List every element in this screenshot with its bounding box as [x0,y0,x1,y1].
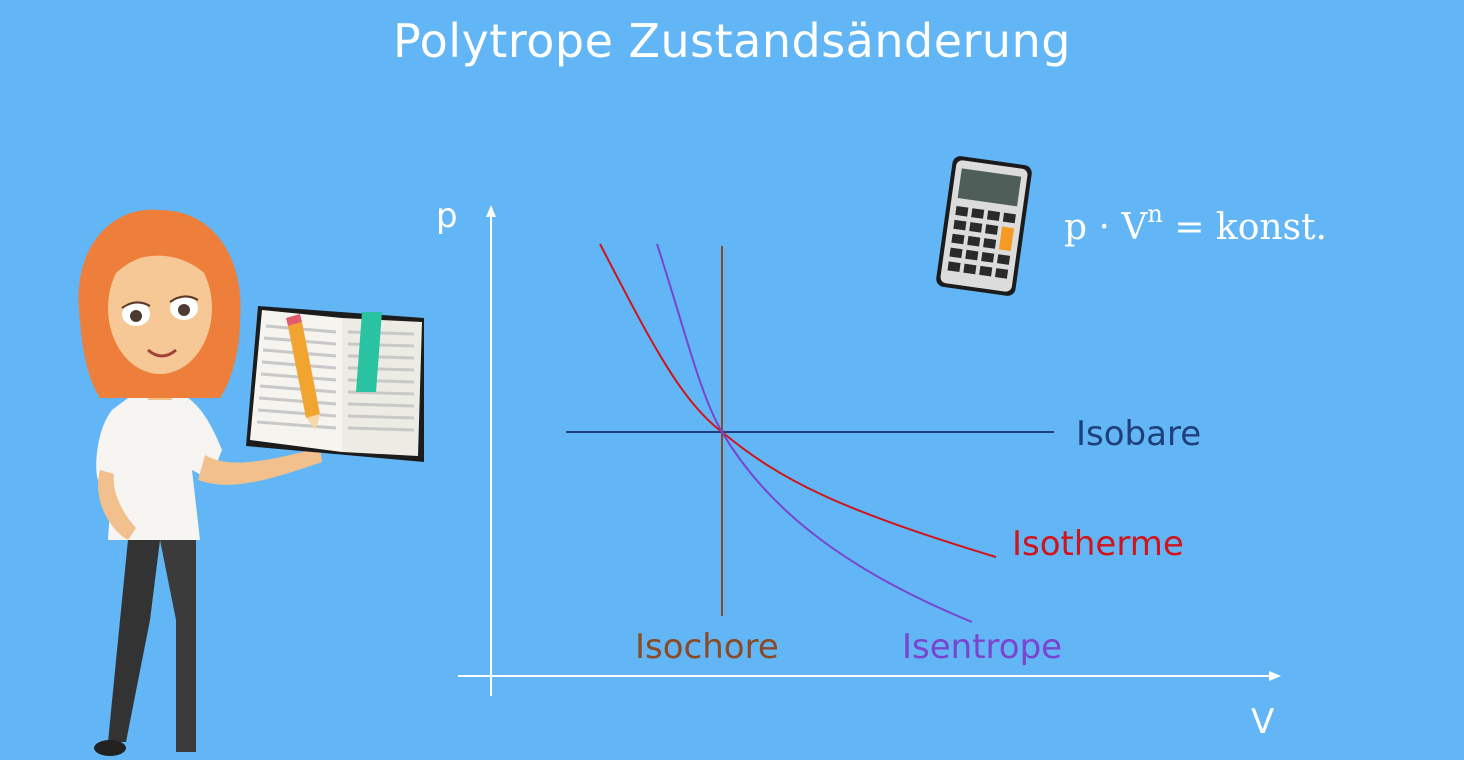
isochore-label: Isochore [635,627,779,667]
x-arrow-icon [1269,671,1281,681]
pencil-icon [286,314,320,430]
x-axis-label: V [1251,702,1275,742]
open-book-illustration [246,306,424,462]
y-arrow-icon [486,205,496,217]
formula-v: V [1121,207,1148,248]
isotherme-curve [599,243,997,558]
isentrope-curve [656,243,973,623]
teacher-illustration [78,209,322,756]
polytropic-formula: p · Vn = konst. [1064,200,1327,248]
axes [458,205,1281,696]
y-axis-label: p [436,196,458,236]
calculator-icon [936,156,1032,296]
isotherme-label: Isotherme [1012,524,1184,564]
formula-exponent: n [1147,200,1163,228]
formula-rhs: = konst. [1174,207,1327,248]
formula-p: p [1064,207,1088,248]
formula-dot: · [1098,207,1110,248]
page-title: Polytrope Zustandsänderung [393,14,1071,68]
isentrope-label: Isentrope [902,627,1063,667]
isobare-label: Isobare [1076,414,1202,454]
